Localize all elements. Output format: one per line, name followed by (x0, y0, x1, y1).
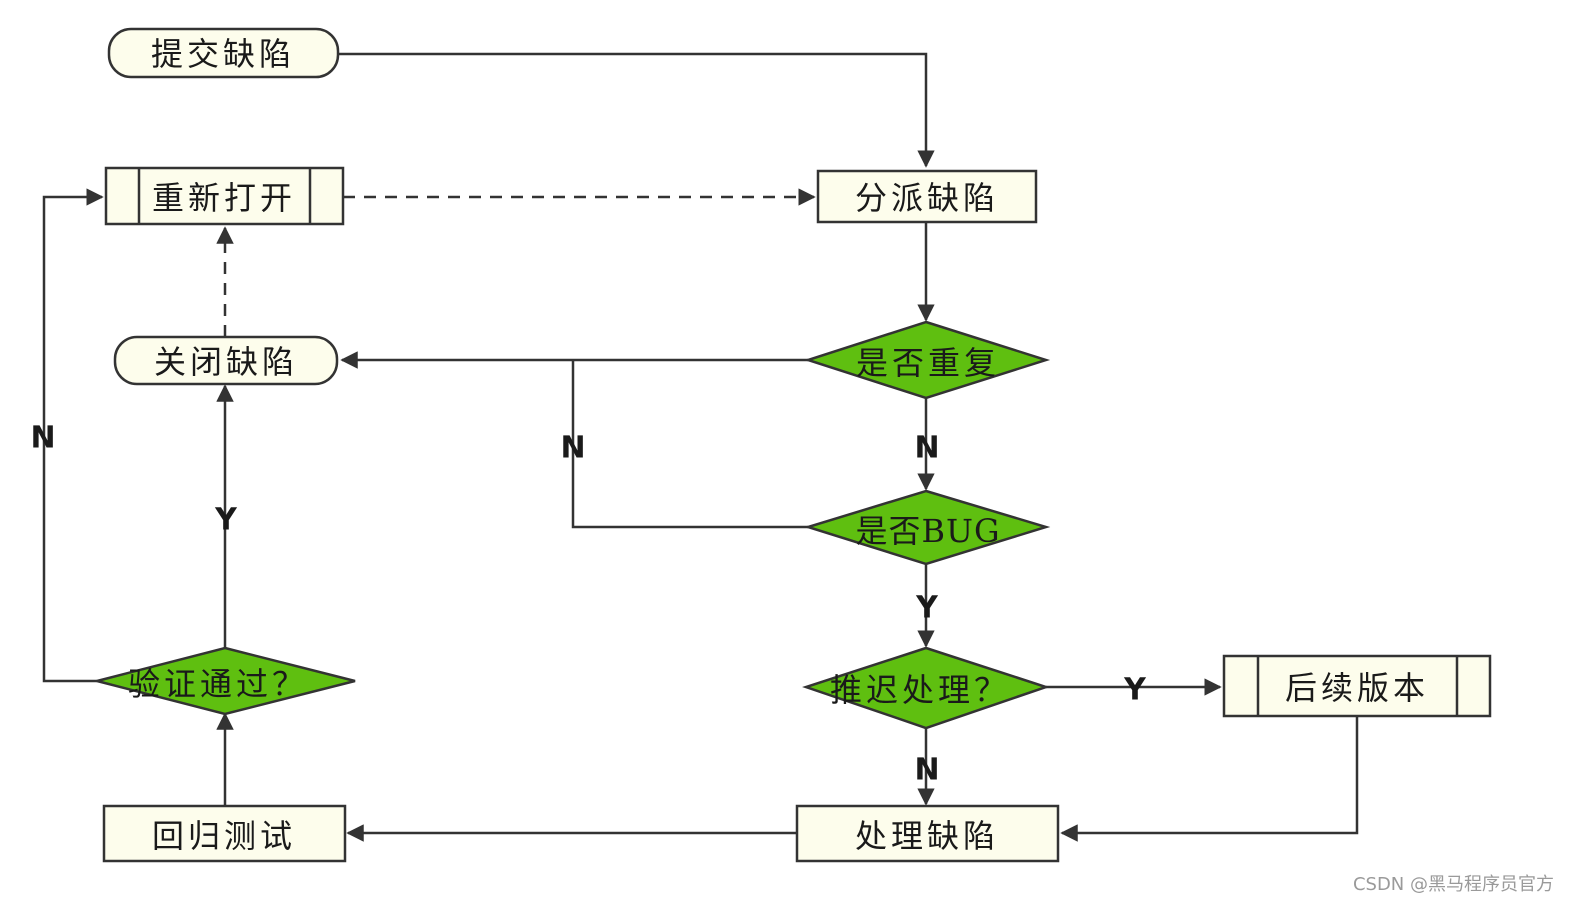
node-assign-label: 分派缺陷 (855, 179, 999, 217)
node-postpone-label: 推迟处理？ (830, 671, 1010, 709)
edges (42, 52, 1359, 842)
node-is-duplicate: 是否重复 (803, 320, 1051, 400)
edge-bug-no-to-close (571, 360, 808, 529)
edge-verify-no-to-reopen (42, 188, 104, 683)
label-verify-no: N (30, 421, 55, 456)
node-later-version: 后续版本 (1222, 654, 1492, 718)
node-postpone: 推迟处理？ (802, 646, 1050, 730)
label-postpone-no: N (914, 753, 939, 788)
node-is-duplicate-label: 是否重复 (856, 344, 1000, 382)
node-reopen-label: 重新打开 (152, 179, 296, 217)
node-handle-label: 处理缺陷 (855, 817, 999, 855)
node-is-bug-label: 是否BUG (855, 512, 1000, 550)
label-bug-no: N (560, 431, 585, 466)
node-regression-label: 回归测试 (152, 817, 296, 855)
watermark: CSDN @黑马程序员官方 (1352, 874, 1554, 895)
node-handle-defect: 处理缺陷 (795, 804, 1060, 863)
node-close-label: 关闭缺陷 (154, 343, 298, 381)
node-reopen: 重新打开 (104, 166, 345, 226)
edge-submit-to-assign (338, 52, 935, 168)
node-submit-label: 提交缺陷 (151, 35, 295, 73)
node-submit-defect: 提交缺陷 (107, 27, 340, 79)
label-postpone-yes: Y (1123, 673, 1147, 708)
node-later-version-label: 后续版本 (1285, 669, 1429, 707)
node-close-defect: 关闭缺陷 (113, 335, 339, 386)
node-is-bug: 是否BUG (803, 489, 1051, 566)
label-verify-yes: Y (214, 503, 238, 538)
label-duplicate-no: N (914, 431, 939, 466)
edge-labels: N Y N N Y Y N (30, 421, 1147, 788)
node-verify-passed: 验证通过？ (96, 646, 356, 716)
node-verify-label: 验证通过？ (128, 665, 308, 703)
label-bug-yes: Y (915, 591, 939, 626)
node-assign-defect: 分派缺陷 (816, 169, 1038, 224)
edge-later-to-handle (1060, 716, 1359, 842)
node-regression-test: 回归测试 (102, 804, 347, 863)
